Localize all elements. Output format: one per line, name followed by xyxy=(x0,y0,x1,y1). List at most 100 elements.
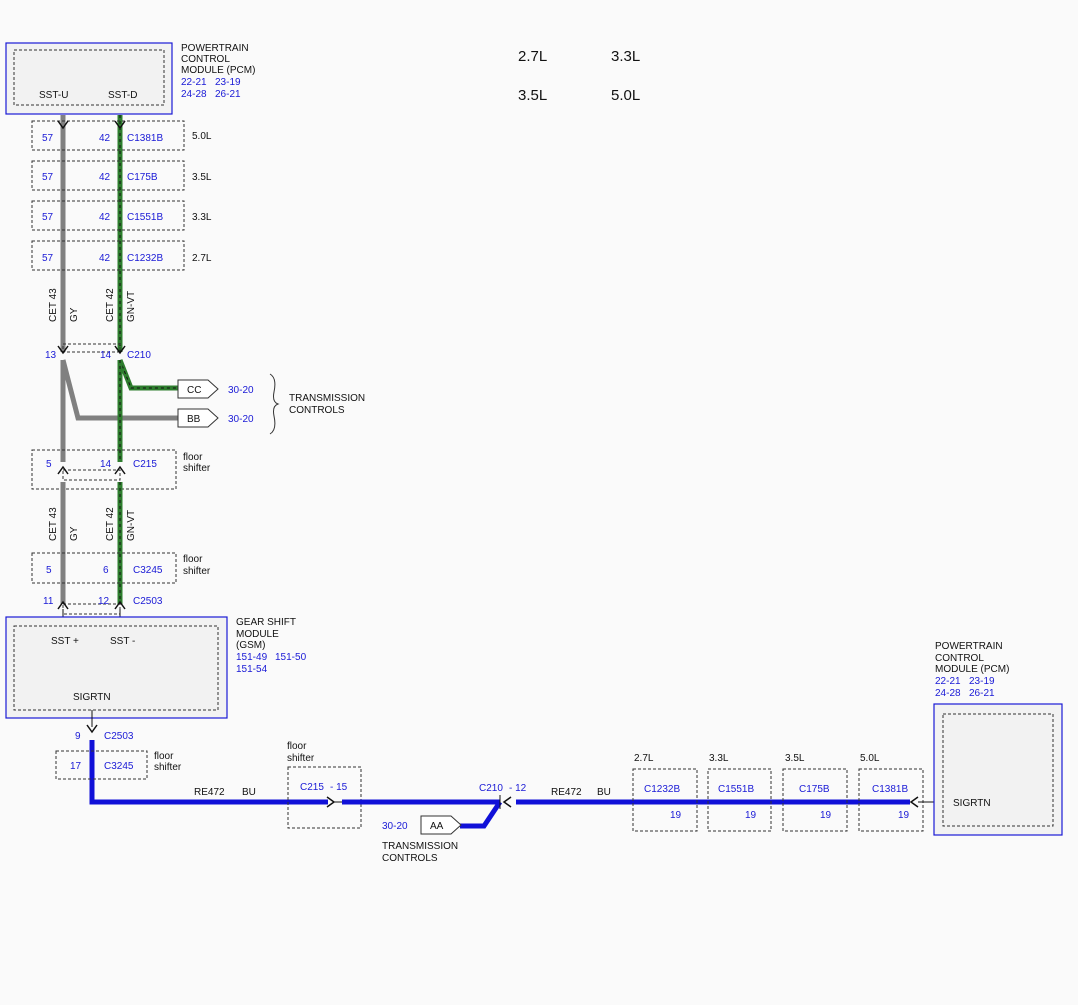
tag-cc-ref[interactable]: 30-20 xyxy=(228,385,254,396)
c3245-lower-note-1: floor xyxy=(154,751,174,762)
pcm-right-ref-c[interactable]: 24-28 xyxy=(935,688,961,699)
connector-id[interactable]: C3245 xyxy=(104,761,134,772)
tag-bb[interactable]: BB xyxy=(177,408,219,428)
wire-green-branch-cc xyxy=(117,359,178,391)
wire-color-bu-right: BU xyxy=(597,787,611,798)
pcm-top-ref-c[interactable]: 24-28 xyxy=(181,89,207,100)
connector-id[interactable]: C175B xyxy=(127,172,158,183)
pcm-right-ref-a[interactable]: 22-21 xyxy=(935,676,961,687)
bottom-connector-3: 3.5L C175B 19 xyxy=(782,753,848,832)
connector-arrow xyxy=(909,796,919,808)
connector-arrow xyxy=(57,120,69,130)
pcm-right-module[interactable]: SIGRTN xyxy=(933,703,1063,836)
pin-57: 57 xyxy=(42,212,54,223)
pin-11: 11 xyxy=(43,596,54,607)
connector-id[interactable]: C1551B xyxy=(127,212,163,223)
connector-id[interactable]: C215 xyxy=(300,782,324,793)
c3245-lower-note-2: shifter xyxy=(154,762,182,773)
pcm-connector-row-2: 57 42 C175B 3.5L xyxy=(31,160,212,191)
wire-circuit-cet43: CET 43 xyxy=(48,288,59,322)
engine-tag: 3.3L xyxy=(709,753,729,764)
pin-14: 14 xyxy=(100,350,112,361)
pcm-connector-row-1: 57 42 C1381B 5.0L xyxy=(31,120,212,151)
bottom-connector-2: 3.3L C1551B 19 xyxy=(707,753,772,832)
pin-6: 6 xyxy=(103,565,109,576)
connector-id[interactable]: C1381B xyxy=(872,784,908,795)
tag-bb-label: BB xyxy=(187,414,201,425)
c215-lower-note-1: floor xyxy=(287,741,307,752)
tag-bb-ref[interactable]: 30-20 xyxy=(228,414,254,425)
c215-lower-connector: C215 - 15 xyxy=(287,766,362,829)
engine-label-3.5: 3.5L xyxy=(518,87,547,104)
gsm-title-3: (GSM) xyxy=(236,640,265,651)
gsm-pin-sst-minus: SST - xyxy=(110,636,135,647)
wire-gray-branch-bb xyxy=(60,359,178,421)
pcm-pin-sst-u: SST-U xyxy=(39,90,68,101)
brace-icon xyxy=(269,373,280,435)
gsm-ref-a[interactable]: 151-49 xyxy=(236,652,268,663)
wire-blue-branch-aa xyxy=(460,800,503,829)
connector-id[interactable]: C2503 xyxy=(133,596,163,607)
tag-aa[interactable]: AA xyxy=(420,815,462,835)
tag-aa-ref[interactable]: 30-20 xyxy=(382,821,408,832)
pin-42: 42 xyxy=(99,212,111,223)
connector-id[interactable]: C1551B xyxy=(718,784,754,795)
pcm-right-pin-sigrtn: SIGRTN xyxy=(953,798,991,809)
pcm-connector-row-3: 57 42 C1551B 3.3L xyxy=(31,200,212,231)
pin-15: - 15 xyxy=(330,782,348,793)
pcm-right-outline xyxy=(933,703,1063,836)
pin-5: 5 xyxy=(46,459,52,470)
c3245-connector: 5 6 C3245 xyxy=(31,552,177,584)
pcm-top-ref-d[interactable]: 26-21 xyxy=(215,89,241,100)
wire-circuit-cet43-lower: CET 43 xyxy=(48,507,59,541)
connector-arrow xyxy=(502,796,512,808)
gsm-module[interactable]: SST + SST - SIGRTN xyxy=(5,616,228,719)
gsm-ref-b[interactable]: 151-50 xyxy=(275,652,307,663)
connector-id[interactable]: C210 xyxy=(127,350,151,361)
connector-id[interactable]: C175B xyxy=(799,784,830,795)
c215-lower-note-2: shifter xyxy=(287,753,315,764)
connector-id[interactable]: C1381B xyxy=(127,133,163,144)
c215-note-2: shifter xyxy=(183,463,211,474)
pcm-top-title-1: POWERTRAIN xyxy=(181,43,249,54)
pcm-right-ref-d[interactable]: 26-21 xyxy=(969,688,995,699)
wire-color-bu-left: BU xyxy=(242,787,256,798)
connector-id[interactable]: C1232B xyxy=(644,784,680,795)
pin-14: 14 xyxy=(100,459,112,470)
pcm-top-module[interactable]: SST-U SST-D xyxy=(5,42,173,115)
bottom-connector-4: 5.0L C1381B 19 xyxy=(858,753,924,832)
c3245-note-2: shifter xyxy=(183,566,211,577)
engine-tag: 3.5L xyxy=(192,172,212,183)
connector-id[interactable]: C3245 xyxy=(133,565,163,576)
wire-circuit-re472-left: RE472 xyxy=(194,787,225,798)
wire-color-gn-vt: GN-VT xyxy=(126,291,137,322)
gsm-pin-sigrtn: SIGRTN xyxy=(73,692,111,703)
tag-cc[interactable]: CC xyxy=(177,379,219,399)
tag-cc-label: CC xyxy=(187,385,201,396)
gsm-outline xyxy=(5,616,228,719)
pcm-top-ref-b[interactable]: 23-19 xyxy=(215,77,241,88)
c210-lower-id[interactable]: C210 xyxy=(479,783,503,794)
gsm-ref-c[interactable]: 151-54 xyxy=(236,664,268,675)
trans-controls-caption-1: TRANSMISSION xyxy=(289,393,365,404)
pcm-right-ref-b[interactable]: 23-19 xyxy=(969,676,995,687)
c2503-upper-connector: 11 12 C2503 xyxy=(43,596,163,626)
gsm-inner xyxy=(13,625,219,711)
engine-tag: 2.7L xyxy=(192,253,212,264)
pcm-top-ref-a[interactable]: 22-21 xyxy=(181,77,207,88)
gsm-pin-sst-plus: SST + xyxy=(51,636,79,647)
c215-note-1: floor xyxy=(183,452,203,463)
pin-19: 19 xyxy=(820,810,832,821)
aa-caption-2: CONTROLS xyxy=(382,853,438,864)
connector-arrow xyxy=(114,120,126,130)
c2503-lower-id[interactable]: C2503 xyxy=(104,731,134,742)
engine-tag: 5.0L xyxy=(192,131,212,142)
tag-aa-label: AA xyxy=(430,821,444,832)
connector-id[interactable]: C1232B xyxy=(127,253,163,264)
pcm-right-inner xyxy=(942,713,1054,827)
engine-tag: 3.5L xyxy=(785,753,805,764)
pcm-right-title-3: MODULE (PCM) xyxy=(935,664,1009,675)
engine-tag: 5.0L xyxy=(860,753,880,764)
connector-id[interactable]: C215 xyxy=(133,459,157,470)
c3245-lower-connector: 17 C3245 xyxy=(55,750,148,780)
